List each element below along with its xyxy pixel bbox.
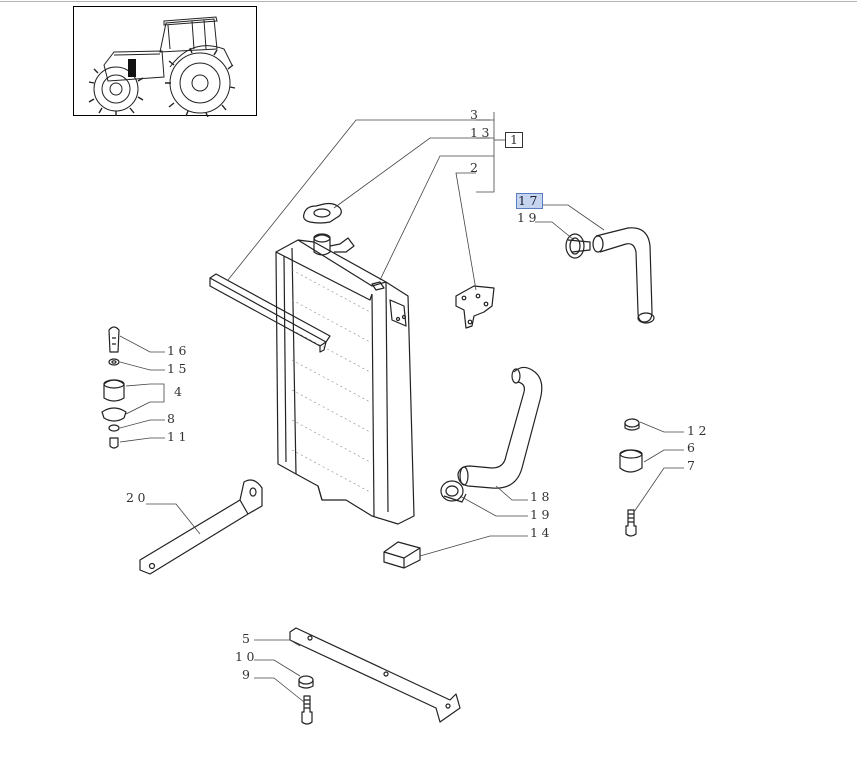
callout-18: 18 — [530, 489, 553, 504]
callout-7: 7 — [687, 458, 699, 473]
callout-14: 14 — [530, 525, 553, 540]
callout-6: 6 — [687, 440, 699, 455]
top-divider — [0, 1, 857, 2]
rubber-pad — [383, 541, 421, 569]
callout-8: 8 — [167, 411, 179, 426]
callout-9: 9 — [242, 667, 254, 682]
lower-hose — [457, 366, 543, 489]
callout-13: 13 — [470, 125, 493, 140]
upper-hose — [592, 227, 655, 324]
callout-16: 16 — [167, 343, 190, 358]
tractor-thumbnail — [73, 6, 257, 118]
radiator — [275, 233, 415, 525]
support-bracket-left — [139, 479, 263, 575]
callout-3: 3 — [470, 107, 482, 122]
upper-clamp — [565, 233, 591, 259]
support-bracket-bottom — [289, 627, 461, 723]
callout-17-highlighted[interactable]: 17 — [516, 193, 543, 209]
leader-lines — [119, 112, 684, 703]
left-mount-stack — [101, 326, 127, 449]
callout-12: 12 — [687, 423, 710, 438]
callout-4: 4 — [174, 384, 186, 399]
bottom-nut-and-bolt — [298, 675, 314, 725]
callout-10: 10 — [235, 649, 258, 664]
right-mount-stack — [619, 418, 643, 537]
tractor-icon — [88, 16, 236, 118]
gasket — [303, 202, 342, 224]
callout-15: 15 — [167, 361, 190, 376]
callout-2: 2 — [470, 160, 482, 175]
callout-19-upper: 19 — [517, 210, 540, 225]
callout-19-lower: 19 — [530, 507, 553, 522]
callout-11: 11 — [167, 429, 190, 444]
callout-5: 5 — [242, 631, 254, 646]
bracket — [455, 285, 495, 329]
lower-clamp — [440, 480, 467, 503]
callout-1-box: 1 — [505, 132, 523, 148]
callout-20: 20 — [126, 490, 149, 505]
seal-strip — [209, 273, 331, 353]
